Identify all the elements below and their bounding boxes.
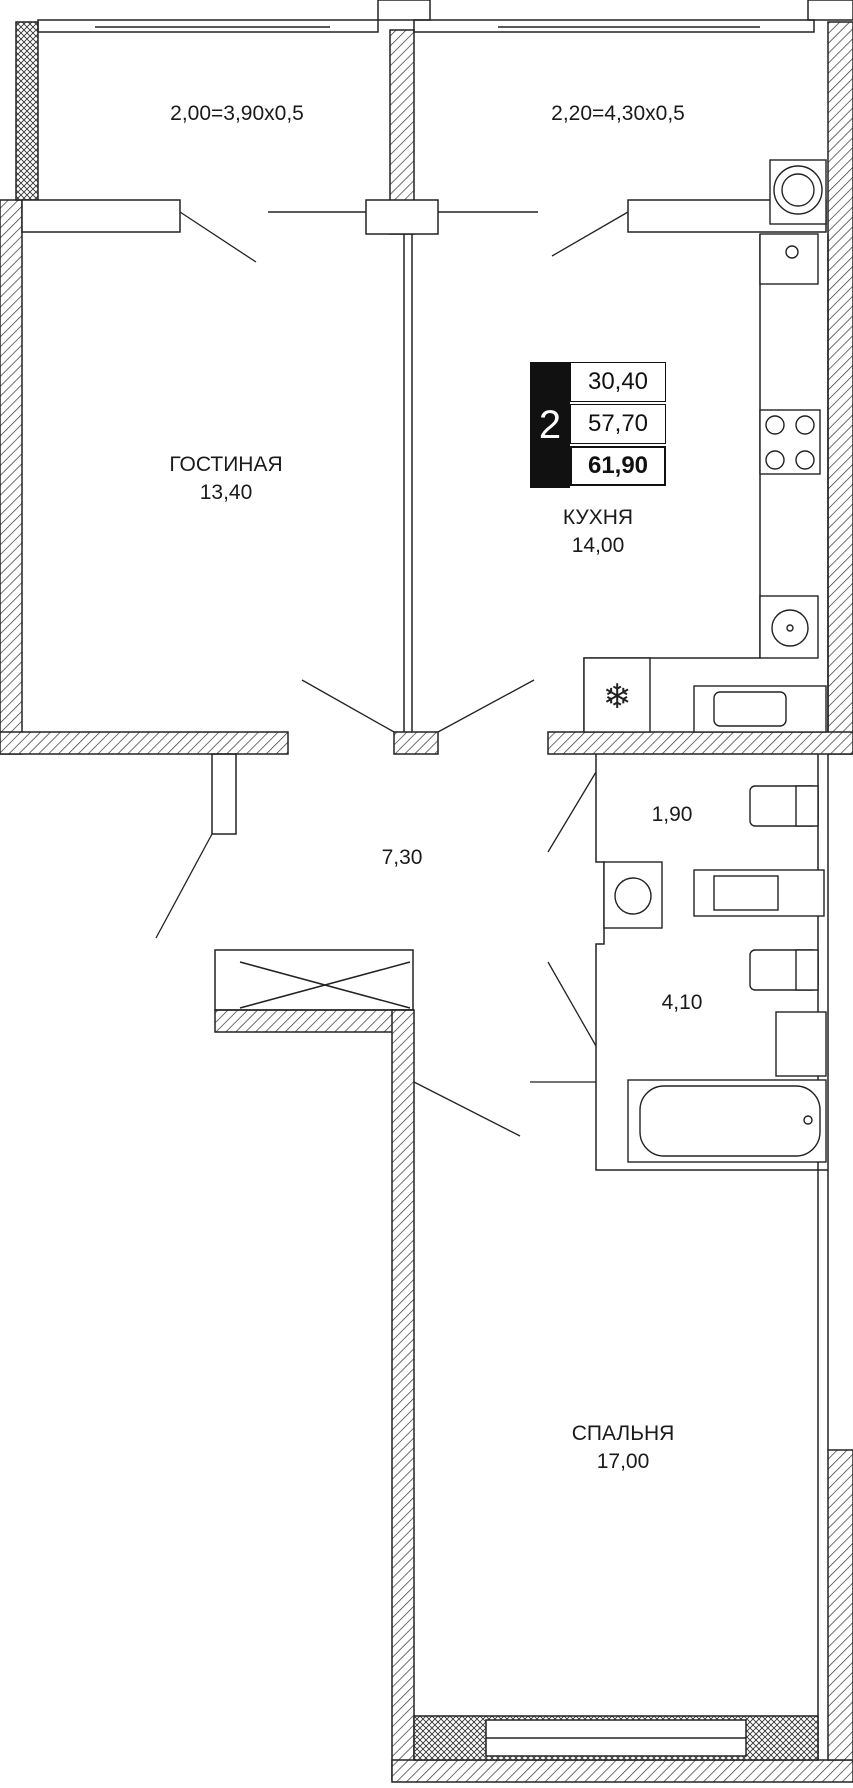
wall-kitchen-bottom: [547, 731, 853, 755]
living-room-name: ГОСТИНАЯ: [169, 453, 283, 476]
wall-partition-stub: [393, 731, 439, 755]
balcony-left-area: 2,00=3,90x0,5: [170, 102, 304, 125]
storage-box: [214, 949, 414, 1011]
wc-area: 1,90: [651, 803, 693, 826]
balcony-right-area: 2,20=4,30x0,5: [551, 102, 685, 125]
wall-balcony-left: [15, 21, 39, 201]
kitchen-area: 14,00: [571, 534, 625, 557]
kitchen-label: КУХНЯ 14,00: [563, 504, 633, 560]
badge-total-area: 57,70: [570, 404, 666, 444]
living-room-label: ГОСТИНАЯ 13,40: [169, 451, 282, 507]
hall-label: 7,30: [382, 844, 423, 872]
balcony-right-label: 2,20=4,30x0,5: [551, 100, 685, 128]
wc-label: 1,90: [652, 801, 693, 829]
badge-living-area: 30,40: [570, 362, 666, 402]
bedroom-name: СПАЛЬНЯ: [571, 1422, 675, 1445]
bedroom-area: 17,00: [596, 1450, 650, 1473]
hall-area: 7,30: [381, 846, 423, 869]
sink-bath: [775, 1011, 827, 1077]
wall-storage-bottom: [214, 1009, 414, 1033]
wall-bedroom-bottom: [391, 1759, 853, 1783]
bathroom-area: 4,10: [661, 991, 703, 1014]
rooms-count: 2: [530, 362, 570, 488]
balcony-left-label: 2,00=3,90x0,5: [170, 100, 304, 128]
kitchen-name: КУХНЯ: [562, 506, 634, 529]
wall-right-upper: [827, 21, 853, 755]
snowflake-icon: ❄: [603, 677, 632, 717]
water-heater: [759, 233, 819, 285]
fridge: [583, 657, 651, 733]
washer-bath: [603, 861, 663, 929]
balcony-left-rail: [37, 19, 379, 33]
area-badge: 2 30,40 57,70 61,90: [530, 362, 668, 488]
wall-bedroom-left: [391, 1009, 415, 1781]
badge-total-with-balcony: 61,90: [570, 446, 666, 486]
window-living: [21, 199, 181, 233]
bathroom-label: 4,10: [662, 989, 703, 1017]
wall-left-outer: [0, 199, 23, 755]
bedroom-label: СПАЛЬНЯ 17,00: [572, 1420, 675, 1476]
living-room-area: 13,40: [199, 481, 253, 504]
balcony-right-rail: [413, 19, 815, 33]
wall-right-lower: [827, 1449, 853, 1761]
wall-living-bottom: [0, 731, 289, 755]
